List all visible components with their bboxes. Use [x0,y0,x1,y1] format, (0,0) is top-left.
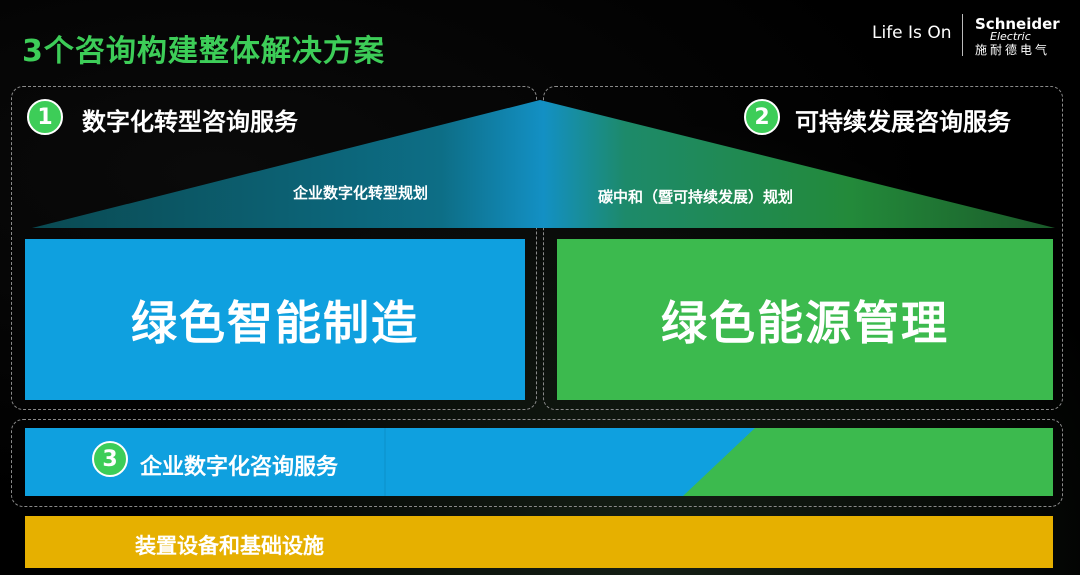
foundation-band: 装置设备和基础设施 [25,516,1053,568]
service-3-frame [11,419,1063,507]
brand-logo-chinese: 施耐德电气 [975,43,1051,57]
brand-logo-sub: Electric [990,30,1031,43]
roof-shape [32,100,1055,228]
pillar-green-energy-management: 绿色能源管理 [557,239,1053,400]
pillar-green-smart-manufacturing: 绿色智能制造 [25,239,525,400]
foundation-label: 装置设备和基础设施 [135,534,324,558]
service-3-number-badge: 3 [92,441,128,477]
service-1-frame [11,86,537,410]
brand-tagline: Life Is On [872,23,952,43]
service-2-frame [543,86,1063,410]
service-3-band [25,428,1053,496]
service-2-title: 可持续发展咨询服务 [795,108,1011,136]
roof-left-label: 企业数字化转型规划 [293,184,429,202]
service-1-title: 数字化转型咨询服务 [82,108,298,136]
service-2-number-badge: 2 [744,99,780,135]
band-3-green [683,428,1053,496]
page-title: 3个咨询构建整体解决方案 [22,34,385,69]
service-3-title: 企业数字化咨询服务 [140,455,339,480]
roof-right-label: 碳中和（暨可持续发展）规划 [598,188,794,206]
brand-divider [962,14,963,56]
brand-logo-name: Schneider [975,15,1060,33]
service-1-number-badge: 1 [27,99,63,135]
